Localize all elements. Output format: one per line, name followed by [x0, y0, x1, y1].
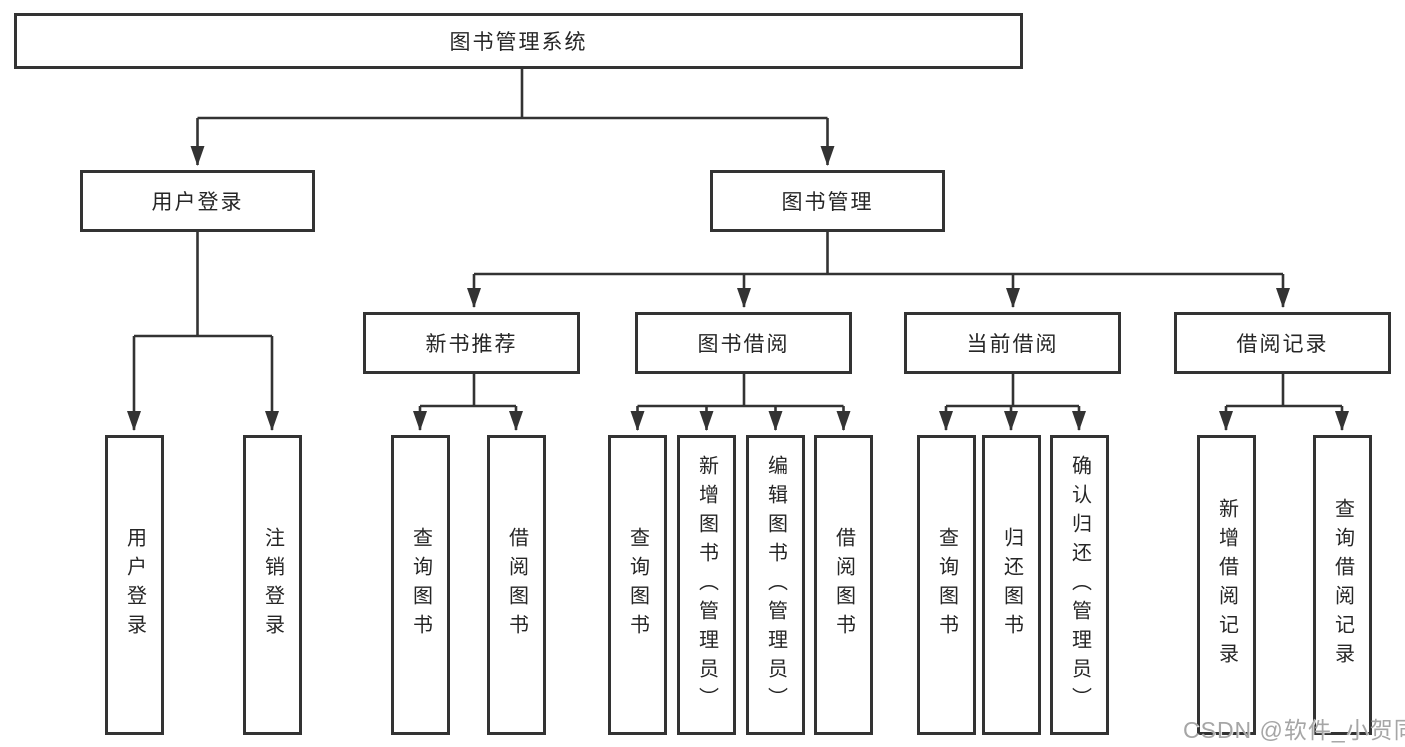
node-leaf-add-borrow-record: 新增借阅记录	[1197, 435, 1256, 735]
node-leaf-confirm-return-admin: 确认归还（管理员）	[1050, 435, 1109, 735]
node-leaf-borrow-book-2: 借阅图书	[814, 435, 873, 735]
node-label: 查询图书	[935, 527, 958, 643]
csdn-watermark: CSDN @软件_小贺同学	[1183, 717, 1405, 743]
node-label: 借阅图书	[505, 527, 528, 643]
node-label: 借阅记录	[1236, 333, 1329, 356]
node-leaf-edit-book-admin: 编辑图书（管理员）	[746, 435, 805, 735]
node-leaf-query-book-2: 查询图书	[608, 435, 667, 735]
node-label: 查询图书	[409, 527, 432, 643]
node-leaf-query-book-3: 查询图书	[917, 435, 976, 735]
node-label: 注销登录	[261, 527, 284, 643]
node-label: 查询图书	[626, 527, 649, 643]
node-book-management: 图书管理	[710, 170, 945, 232]
node-label: 用户登录	[151, 191, 244, 214]
node-label: 归还图书	[1000, 527, 1023, 643]
node-new-book-recommend: 新书推荐	[363, 312, 580, 374]
node-leaf-borrow-book-1: 借阅图书	[487, 435, 546, 735]
node-label: 用户登录	[123, 527, 146, 643]
node-book-borrow: 图书借阅	[635, 312, 852, 374]
node-label: 编辑图书（管理员）	[764, 454, 787, 716]
node-label: 查询借阅记录	[1331, 498, 1354, 672]
node-leaf-add-book-admin: 新增图书（管理员）	[677, 435, 736, 735]
node-leaf-logout: 注销登录	[243, 435, 302, 735]
node-root-library-system: 图书管理系统	[14, 13, 1023, 69]
node-label: 借阅图书	[832, 527, 855, 643]
node-user-login: 用户登录	[80, 170, 315, 232]
node-label: 当前借阅	[966, 333, 1059, 356]
node-borrow-record: 借阅记录	[1174, 312, 1391, 374]
node-leaf-query-book-1: 查询图书	[391, 435, 450, 735]
node-label: 确认归还（管理员）	[1068, 454, 1091, 716]
node-label: 新增图书（管理员）	[695, 454, 718, 716]
node-current-borrow: 当前借阅	[904, 312, 1121, 374]
node-label: 新书推荐	[425, 333, 518, 356]
node-label: 新增借阅记录	[1215, 498, 1238, 672]
node-root-label: 图书管理系统	[449, 31, 588, 54]
node-label: 图书借阅	[697, 333, 790, 356]
node-leaf-query-borrow-record: 查询借阅记录	[1313, 435, 1372, 735]
node-leaf-user-login: 用户登录	[105, 435, 164, 735]
node-leaf-return-book: 归还图书	[982, 435, 1041, 735]
node-label: 图书管理	[781, 191, 874, 214]
